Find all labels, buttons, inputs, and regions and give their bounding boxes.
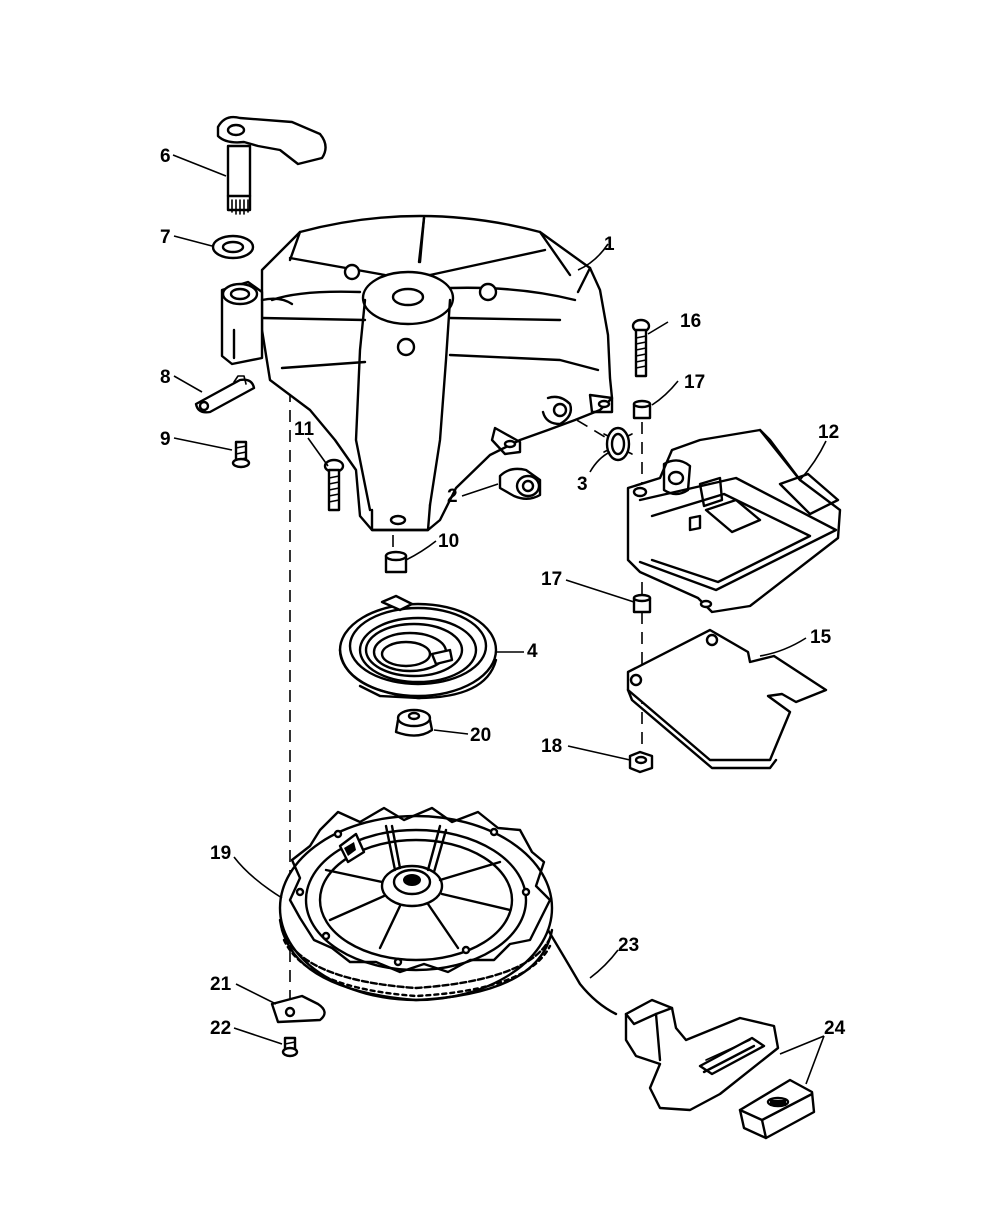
- callout-20: 20: [470, 725, 491, 746]
- callout-19: 19: [210, 843, 231, 864]
- callout-7: 7: [160, 227, 171, 248]
- leader-lines: [172, 154, 827, 1085]
- pulley-part: [278, 806, 554, 1002]
- callout-22: 22: [210, 1018, 231, 1039]
- callout-17-upper: 17: [684, 372, 705, 393]
- callout-18: 18: [541, 736, 562, 757]
- rewind-spring-part: [338, 594, 498, 700]
- lever-arm-part: [194, 375, 256, 414]
- washer-part: [211, 234, 255, 260]
- lockout-housing-part: [626, 428, 842, 614]
- spacer-17-upper-part: [632, 399, 652, 420]
- callout-labels: 6 7 1 16 17 8 9 11 12 2 3 10 17 4 15 20 …: [160, 146, 846, 1039]
- screw-22-part: [281, 1036, 299, 1058]
- screw-16-part: [631, 318, 651, 378]
- callout-24: 24: [824, 1018, 846, 1039]
- spacer-part: [384, 550, 408, 574]
- starter-handle-part: [624, 998, 816, 1140]
- nut-part: [628, 750, 654, 774]
- callout-12: 12: [818, 422, 839, 443]
- pawl-part: [270, 994, 326, 1024]
- callout-1: 1: [604, 234, 615, 255]
- bolt-left-part: [323, 458, 345, 512]
- callout-9: 9: [160, 429, 171, 450]
- callout-17-lower: 17: [541, 569, 562, 590]
- starter-housing-part: [260, 214, 614, 532]
- callout-11: 11: [294, 419, 315, 440]
- callout-15: 15: [810, 627, 832, 648]
- plate-part: [626, 628, 828, 770]
- starter-rope-part: [546, 928, 618, 1016]
- callout-23: 23: [618, 935, 639, 956]
- callout-4: 4: [527, 641, 538, 662]
- callout-8: 8: [160, 367, 171, 388]
- bushing-part: [498, 467, 542, 500]
- callout-21: 21: [210, 974, 232, 995]
- retainer-ring-part: [603, 426, 633, 462]
- callout-16: 16: [680, 311, 701, 332]
- callout-6: 6: [160, 146, 171, 167]
- housing-boss: [220, 280, 294, 366]
- small-screw-part: [231, 440, 251, 469]
- spacer-17-lower-part: [632, 593, 652, 614]
- lever-shaft-part: [216, 115, 327, 215]
- callout-2: 2: [447, 486, 458, 507]
- pulley-bushing-part: [394, 708, 434, 737]
- callout-10: 10: [438, 531, 459, 552]
- callout-3: 3: [577, 474, 588, 495]
